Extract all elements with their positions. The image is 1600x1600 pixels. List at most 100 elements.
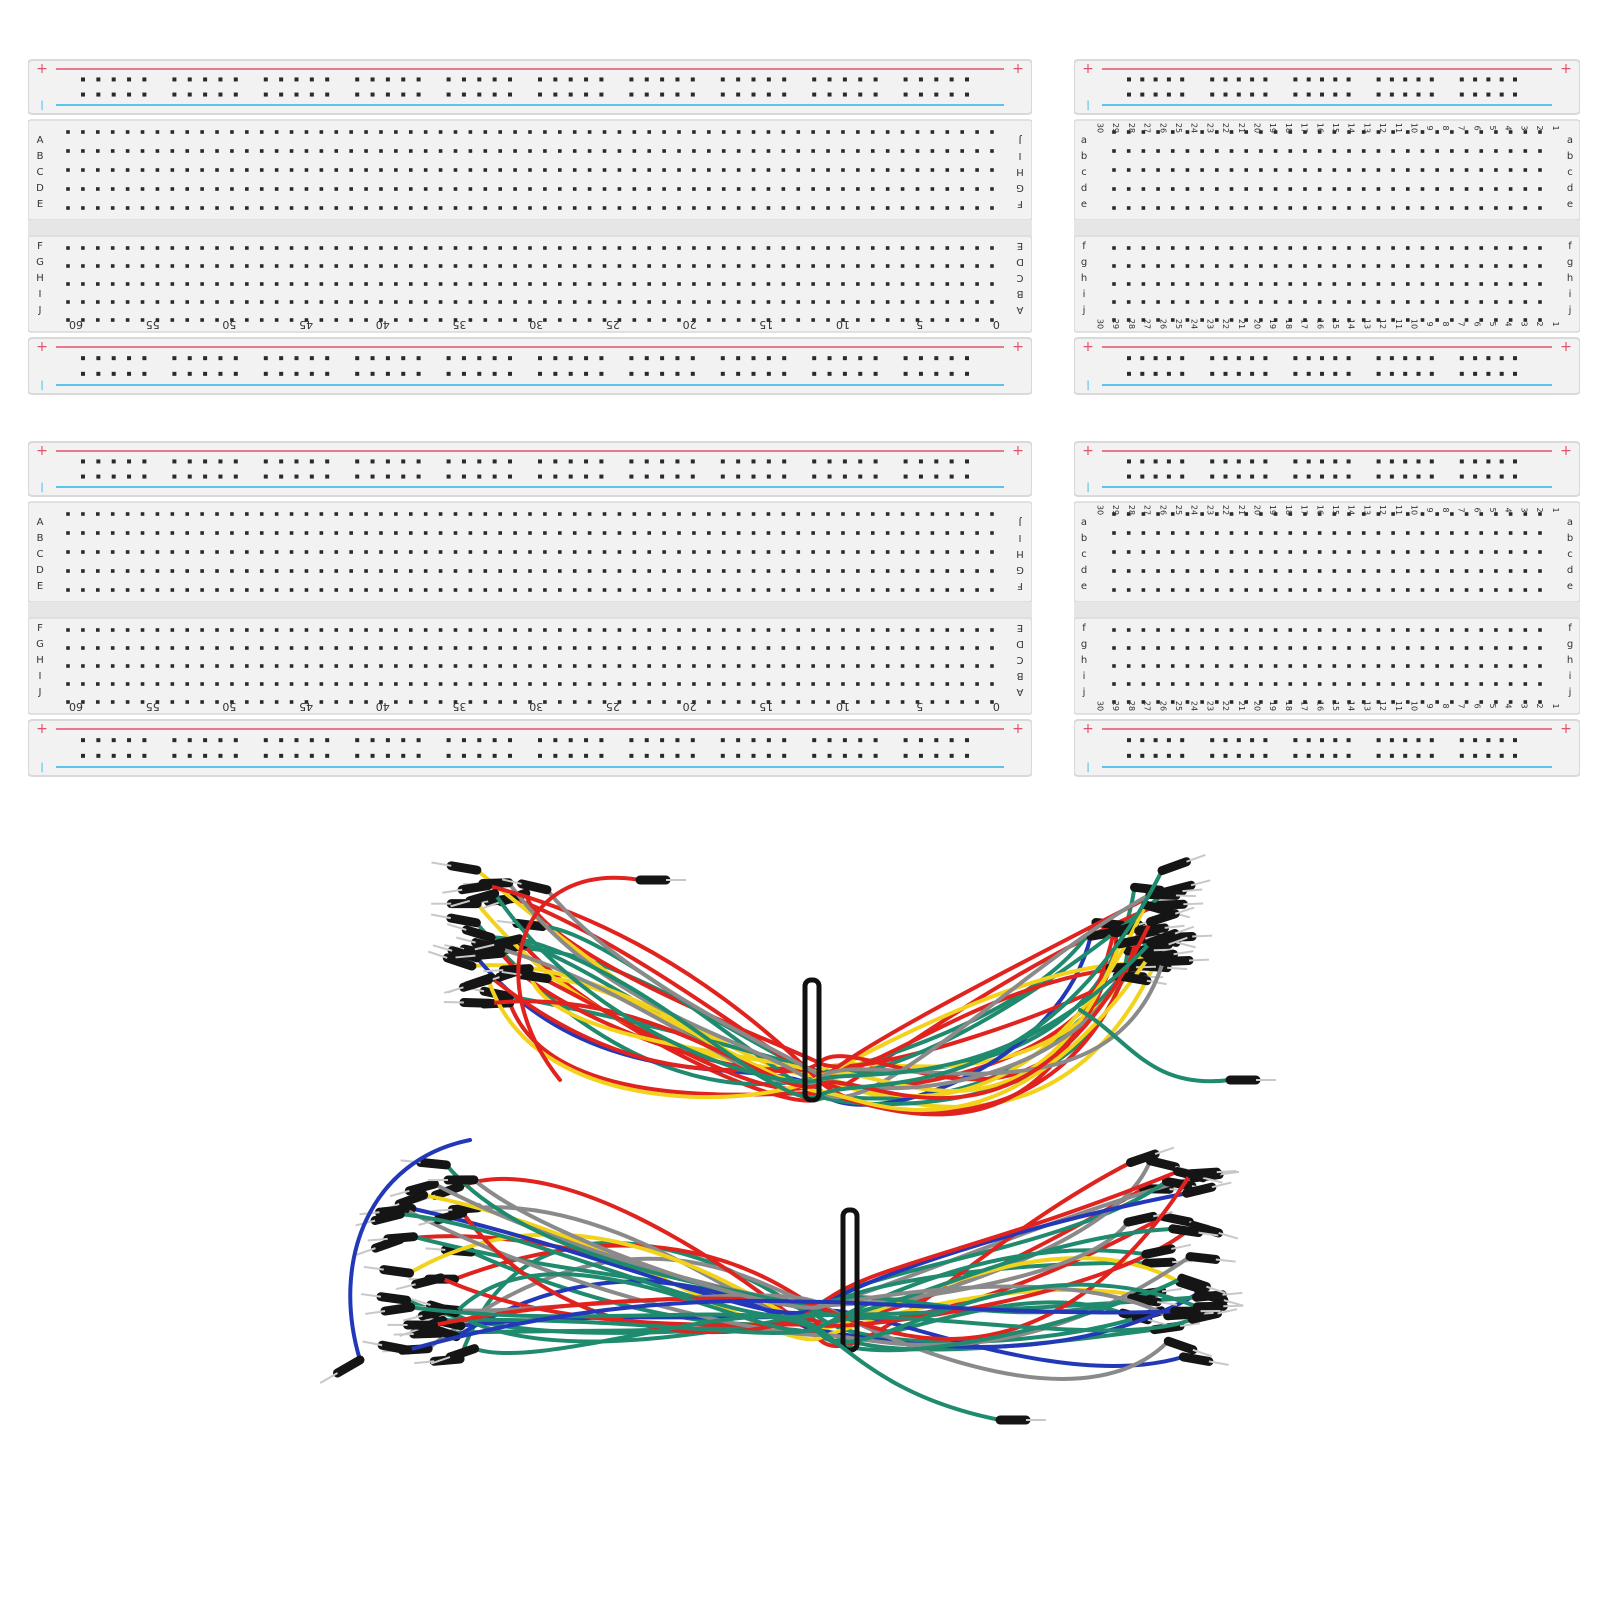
- hole: [245, 130, 249, 134]
- rail-hole: [1389, 474, 1394, 479]
- hole: [81, 206, 85, 210]
- pin-housing: [404, 1179, 439, 1196]
- rail-hole: [1499, 459, 1504, 464]
- rail-hole: [858, 474, 863, 479]
- rail-hole: [873, 92, 878, 97]
- hole: [1538, 264, 1542, 268]
- rail-hole: [1180, 459, 1185, 464]
- hole: [766, 187, 771, 191]
- hole: [826, 628, 830, 632]
- rail-hole: [812, 371, 817, 376]
- row-letter: C: [1016, 654, 1023, 665]
- rail-hole: [599, 738, 604, 743]
- hole: [66, 512, 70, 516]
- hole: [796, 531, 801, 535]
- row-letter: g: [1081, 639, 1087, 650]
- rail-hole: [1166, 738, 1171, 743]
- rail-hole: [1140, 77, 1145, 82]
- hole: [677, 700, 681, 704]
- hole: [1538, 168, 1542, 172]
- hole: [498, 318, 502, 322]
- hole: [155, 512, 160, 516]
- hole: [1317, 550, 1322, 554]
- row-letter: e: [1567, 199, 1573, 210]
- hole: [856, 130, 860, 134]
- hole: [1332, 664, 1337, 668]
- hole: [632, 531, 637, 535]
- column-number: 30: [1096, 123, 1105, 133]
- hole: [721, 628, 726, 632]
- rail-hole: [736, 459, 741, 464]
- rail-hole: [1236, 356, 1241, 361]
- pin-housing: [516, 970, 552, 984]
- hole: [1112, 206, 1116, 210]
- rail-hole: [1127, 459, 1131, 464]
- rail-hole: [325, 753, 330, 758]
- hole: [1200, 300, 1204, 304]
- rail-hole: [370, 753, 375, 758]
- rail-hole: [538, 356, 542, 361]
- hole: [1435, 264, 1439, 268]
- hole: [572, 246, 577, 250]
- rail-hole: [568, 77, 573, 82]
- rail-hole: [690, 738, 695, 743]
- hole: [185, 130, 190, 134]
- hole: [438, 300, 443, 304]
- hole: [960, 206, 964, 210]
- hole: [915, 149, 920, 153]
- hole: [1420, 282, 1425, 286]
- hole: [677, 550, 681, 554]
- hole: [856, 512, 860, 516]
- pin-metal: [427, 950, 448, 959]
- hole: [259, 300, 264, 304]
- hole: [1347, 246, 1351, 250]
- block-body: [1074, 617, 1580, 715]
- hole: [1141, 206, 1146, 210]
- hole: [811, 628, 815, 632]
- hole: [468, 206, 473, 210]
- hole: [1361, 700, 1366, 704]
- hole: [870, 318, 875, 322]
- hole: [915, 531, 920, 535]
- hole: [1185, 187, 1190, 191]
- hole: [408, 149, 413, 153]
- hole: [230, 282, 234, 286]
- hole: [1185, 264, 1190, 268]
- rail-hole: [538, 77, 542, 82]
- row-letter: E: [1017, 622, 1023, 633]
- hole: [96, 682, 100, 686]
- hole: [662, 206, 666, 210]
- row-letter: d: [1081, 183, 1087, 194]
- hole: [259, 700, 264, 704]
- hole: [885, 187, 890, 191]
- rail-hole: [1180, 356, 1185, 361]
- hole: [1435, 300, 1439, 304]
- hole: [721, 168, 726, 172]
- hole: [617, 187, 622, 191]
- hole: [1435, 531, 1439, 535]
- hole: [408, 300, 413, 304]
- rail-hole: [355, 371, 360, 376]
- hole: [513, 682, 517, 686]
- hole: [364, 588, 368, 592]
- rail-hole: [965, 77, 969, 82]
- rail-hole: [446, 753, 451, 758]
- power-rail: ++|: [28, 441, 1032, 497]
- row-letter: J: [1019, 134, 1023, 145]
- hole: [453, 628, 458, 632]
- hole: [1464, 588, 1469, 592]
- rail-hole: [827, 77, 832, 82]
- rail-hole: [203, 753, 208, 758]
- hole: [259, 264, 264, 268]
- hole: [170, 168, 175, 172]
- rail-hole: [965, 474, 969, 479]
- hole: [468, 246, 473, 250]
- hole: [617, 282, 622, 286]
- pin-metal: [482, 900, 502, 910]
- column-number: 17: [1300, 123, 1309, 133]
- column-number: 25: [606, 318, 620, 331]
- hole: [1464, 187, 1469, 191]
- hole: [781, 282, 786, 286]
- hole: [1170, 168, 1175, 172]
- hole: [1538, 646, 1542, 650]
